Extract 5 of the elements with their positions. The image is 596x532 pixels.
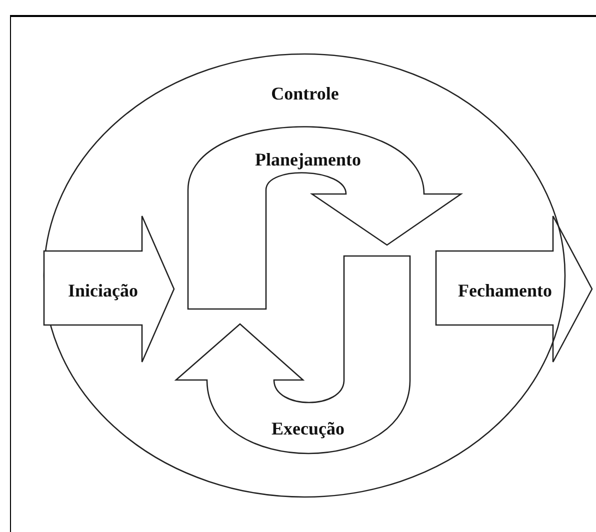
- process-label: Execução: [272, 418, 344, 440]
- process-label: Controle: [271, 84, 339, 104]
- process-label: Planejamento: [255, 150, 361, 170]
- process-label: Iniciação: [68, 280, 138, 302]
- process-label: Fechamento: [458, 280, 552, 302]
